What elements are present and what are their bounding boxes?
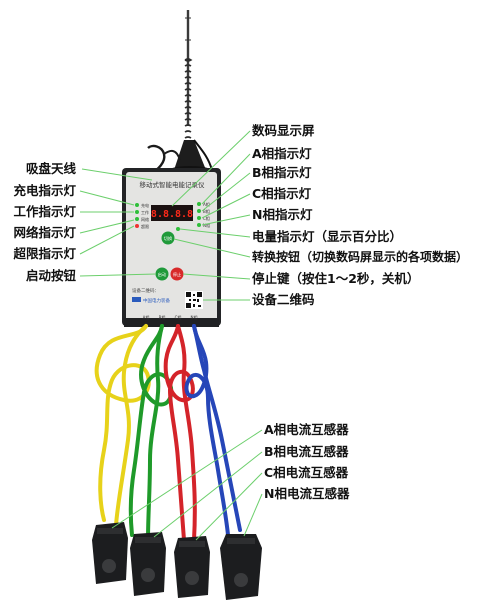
led-label-charge: 充电 bbox=[141, 202, 149, 208]
stop-button[interactable]: 停止 bbox=[170, 267, 184, 281]
stop-button-label: 停止 bbox=[173, 271, 181, 278]
a-phase-led bbox=[197, 202, 201, 206]
label-start-button: 启动按钮 bbox=[25, 268, 76, 283]
label-stop-button: 停止键（按住1～2秒，关机） bbox=[252, 271, 420, 286]
switch-button-label: 切换 bbox=[164, 235, 173, 242]
label-power-led: 电量指示灯（显示百分比） bbox=[252, 229, 403, 244]
led-label-work: 工作 bbox=[141, 209, 149, 215]
label-digital-display: 数码显示屏 bbox=[252, 123, 315, 138]
led-label-n: N相 bbox=[203, 222, 210, 228]
device-number-label: 设备二维码： bbox=[132, 287, 159, 294]
label-work-led: 工作指示灯 bbox=[13, 204, 76, 219]
label-n-phase-led: N相指示灯 bbox=[252, 207, 313, 222]
label-ct-a: A相电流互感器 bbox=[264, 422, 349, 437]
ct-c bbox=[174, 536, 210, 598]
label-overlimit-led: 超限指示灯 bbox=[13, 246, 76, 261]
led-label-a: A相 bbox=[203, 201, 210, 207]
label-ct-b: B相电流互感器 bbox=[264, 444, 349, 459]
ct-a bbox=[92, 522, 128, 584]
wire-a-yellow bbox=[94, 324, 151, 527]
led-label-overlimit: 超限 bbox=[141, 223, 149, 229]
wire-n-blue bbox=[184, 324, 242, 537]
start-button-label: 启动 bbox=[158, 271, 166, 278]
display-digits: 8.8.8.8 bbox=[151, 209, 193, 220]
label-network-led: 网络指示灯 bbox=[13, 225, 76, 240]
port-label-c: C相 bbox=[175, 314, 182, 320]
led-label-c: C相 bbox=[203, 215, 210, 221]
led-label-b: B相 bbox=[203, 208, 210, 214]
port-label-n: N相 bbox=[191, 314, 198, 320]
brand-logo: 中国电力装备 bbox=[132, 297, 170, 304]
n-phase-led bbox=[197, 223, 201, 227]
power-led bbox=[176, 227, 180, 231]
left-led-group: 充电 工作 网络 超限 bbox=[135, 202, 149, 229]
label-c-phase-led: C相指示灯 bbox=[252, 186, 312, 201]
label-suction-antenna: 吸盘天线 bbox=[25, 161, 76, 176]
digital-display: 8.8.8.8 bbox=[151, 205, 193, 221]
antenna bbox=[147, 10, 213, 176]
device-title: 移动式智能电能记录仪 bbox=[140, 180, 206, 189]
port-label-a: A相 bbox=[143, 314, 150, 320]
b-phase-led bbox=[197, 209, 201, 213]
label-ct-c: C相电流互感器 bbox=[264, 465, 349, 480]
leader-lines bbox=[79, 130, 263, 541]
work-led bbox=[135, 210, 139, 214]
label-qr-code: 设备二维码 bbox=[252, 292, 315, 307]
ct-b bbox=[130, 532, 166, 596]
qr-code bbox=[185, 291, 203, 309]
switch-button[interactable]: 切换 bbox=[161, 231, 175, 245]
start-button[interactable]: 启动 bbox=[155, 267, 169, 281]
network-led bbox=[135, 217, 139, 221]
label-charge-led: 充电指示灯 bbox=[13, 183, 76, 198]
label-a-phase-led: A相指示灯 bbox=[252, 146, 312, 161]
label-switch-button: 转换按钮（切换数码屏显示的各项数据） bbox=[252, 250, 469, 264]
c-phase-led bbox=[197, 216, 201, 220]
brand-text: 中国电力装备 bbox=[143, 297, 170, 304]
device-body bbox=[122, 168, 221, 327]
charge-led bbox=[135, 203, 139, 207]
led-label-network: 网络 bbox=[141, 216, 149, 222]
label-b-phase-led: B相指示灯 bbox=[252, 165, 312, 180]
right-led-group: A相 B相 C相 N相 bbox=[197, 201, 210, 228]
port-label-b: B相 bbox=[159, 314, 166, 320]
overlimit-led bbox=[135, 224, 139, 228]
ct-n bbox=[220, 534, 262, 600]
label-ct-n: N相电流互感器 bbox=[264, 486, 350, 501]
